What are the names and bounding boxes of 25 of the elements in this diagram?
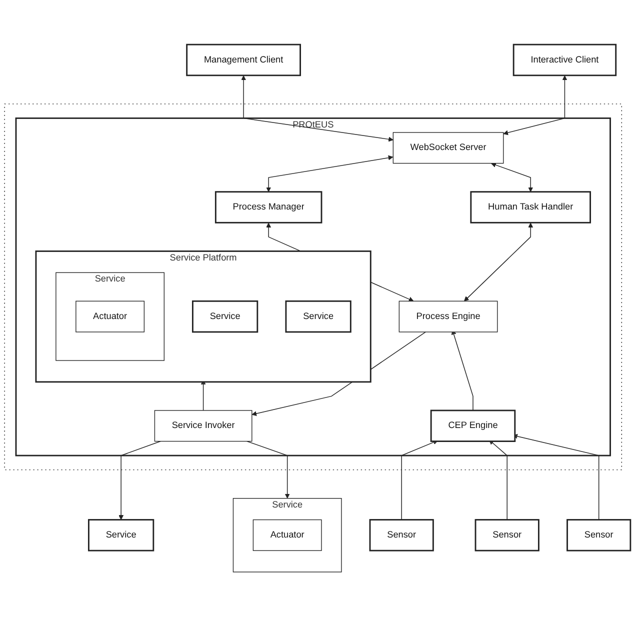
arrow <box>491 162 534 192</box>
node-box: Sensor <box>474 519 540 552</box>
arrow <box>241 76 394 142</box>
arrow <box>246 441 290 499</box>
node-box: Interactive Client <box>512 44 617 76</box>
node-box: Service <box>285 300 352 333</box>
arrow <box>451 330 474 412</box>
node-box: Service Invoker <box>154 410 252 442</box>
node-box: Actuator <box>76 301 145 333</box>
arrow <box>464 222 534 302</box>
node-box: Service <box>192 300 258 333</box>
node-box: Management Client <box>186 44 301 76</box>
node-box: Service <box>88 519 154 552</box>
node-box: Human Task Handler <box>470 191 591 224</box>
arrow <box>503 76 568 136</box>
node-box: WebSocket Server <box>392 132 504 164</box>
node-box: Process Manager <box>214 191 322 224</box>
node-box: Sensor <box>369 519 434 552</box>
node-box: Process Engine <box>398 301 498 333</box>
arrow <box>266 156 394 192</box>
arrow <box>118 441 161 520</box>
node-box: CEP Engine <box>430 410 516 442</box>
arrow <box>401 440 438 520</box>
node-box: Sensor <box>566 519 632 552</box>
node-box: Actuator <box>252 520 322 552</box>
